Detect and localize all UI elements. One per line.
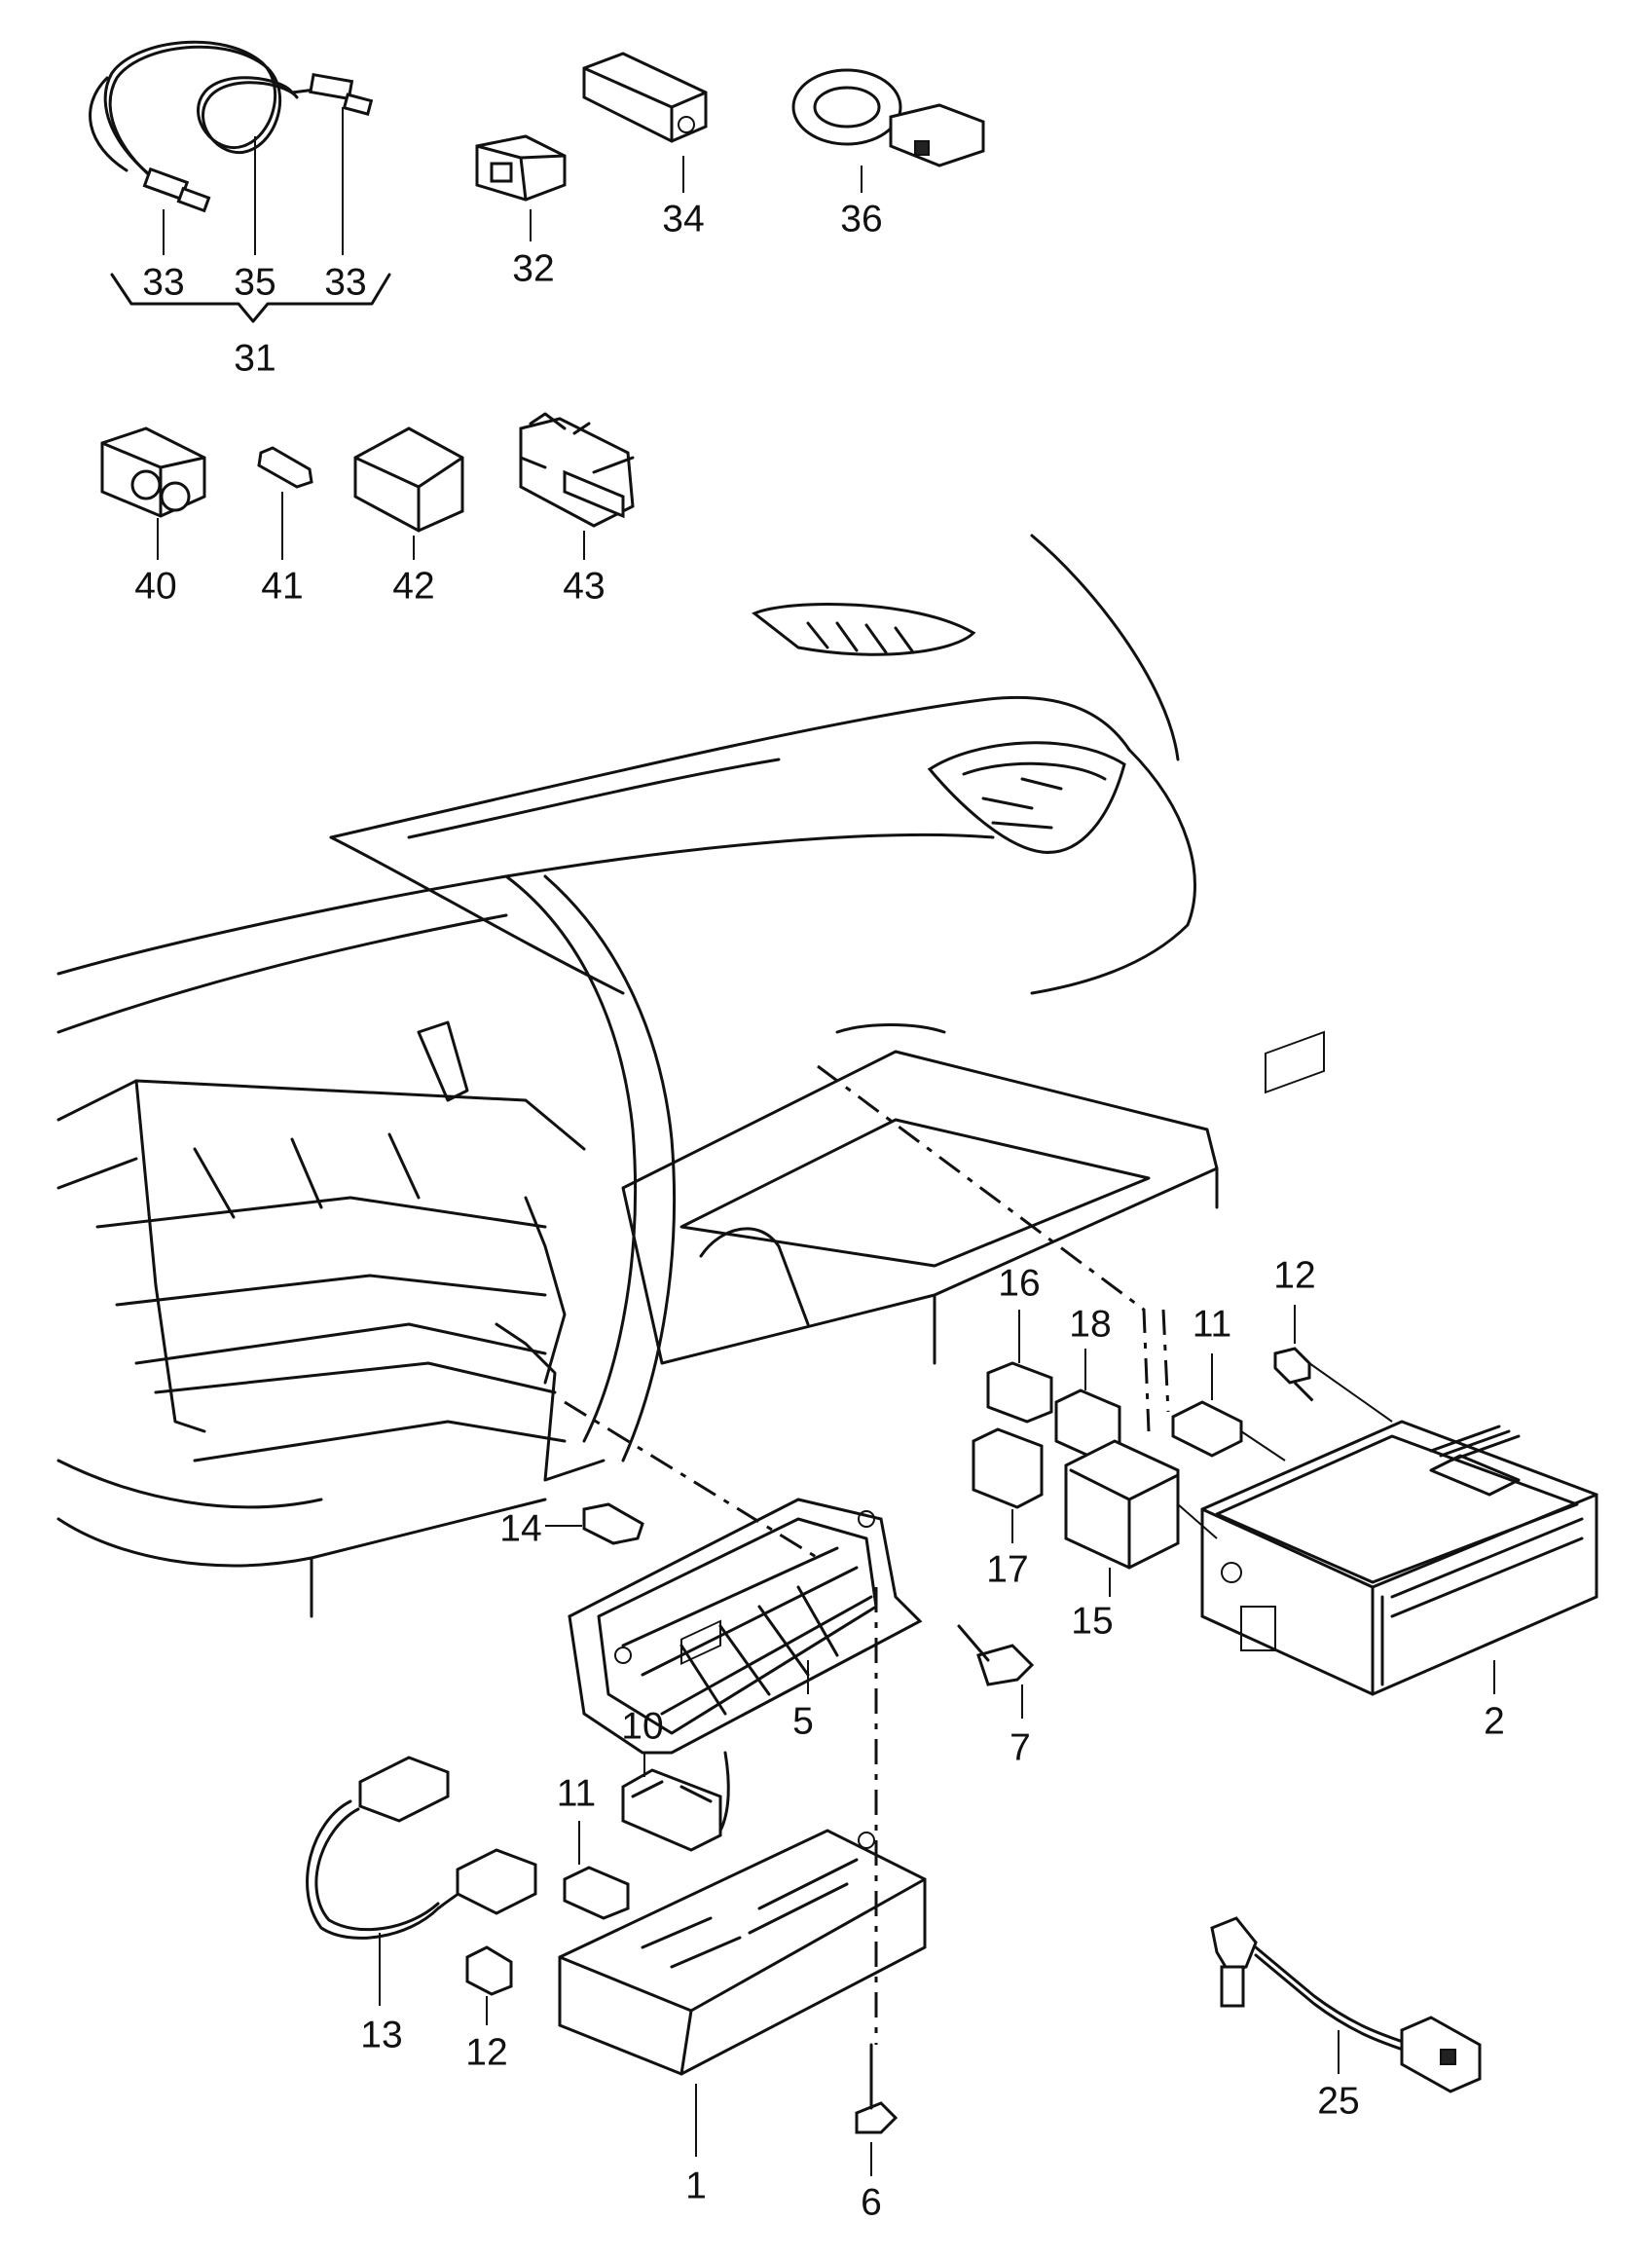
connector-12-lower-icon — [465, 1945, 513, 1996]
connector-15-icon — [1064, 1439, 1180, 1570]
plug-41-icon — [257, 446, 313, 489]
cover-42-icon — [353, 426, 464, 533]
connector-40-icon — [100, 426, 206, 518]
radio-unit-icon — [1200, 1030, 1598, 1696]
part-label-11-upper: 11 — [1192, 1303, 1232, 1346]
part-label-32: 32 — [512, 247, 555, 290]
part-label-2: 2 — [1484, 1700, 1505, 1743]
part-label-15: 15 — [1071, 1600, 1114, 1643]
connector-34-icon — [582, 52, 708, 143]
connector-11-lower-icon — [563, 1866, 630, 1920]
part-label-18: 18 — [1069, 1303, 1112, 1346]
part-label-1: 1 — [685, 2165, 707, 2207]
connector-43-icon — [519, 412, 635, 528]
coiled-antenna-cable-icon — [89, 40, 374, 213]
part-label-33-right: 33 — [324, 261, 367, 304]
part-label-42: 42 — [392, 565, 435, 608]
screw-6-icon — [855, 2043, 899, 2134]
mounting-bracket-icon — [568, 1498, 923, 1837]
screw-7-icon — [957, 1624, 1035, 1686]
part-label-6: 6 — [861, 2181, 882, 2224]
part-label-13: 13 — [360, 2014, 403, 2056]
part-label-43: 43 — [563, 565, 606, 608]
part-label-5: 5 — [792, 1700, 814, 1743]
connector-14-icon — [582, 1502, 644, 1545]
connector-32-icon — [475, 134, 567, 202]
part-label-34: 34 — [662, 198, 705, 241]
antenna-ring-connector-36-icon — [791, 68, 985, 167]
part-label-16: 16 — [998, 1262, 1041, 1305]
part-label-41: 41 — [261, 565, 304, 608]
connector-12-upper-icon — [1273, 1347, 1311, 1385]
dashboard-assembly-icon — [56, 534, 1219, 1618]
part-label-35: 35 — [234, 261, 276, 304]
connector-11-upper-icon — [1171, 1400, 1243, 1458]
control-unit-icon — [558, 1619, 927, 2076]
connector-16-icon — [986, 1361, 1053, 1424]
antenna-cable-icon — [1210, 1916, 1482, 2093]
part-label-33-left: 33 — [142, 261, 185, 304]
part-label-17: 17 — [986, 1548, 1029, 1591]
connector-10-icon — [621, 1768, 722, 1852]
cable-13-icon — [306, 1756, 537, 1940]
part-label-25: 25 — [1317, 2080, 1360, 2123]
part-label-14: 14 — [499, 1507, 542, 1550]
part-label-31: 31 — [234, 337, 276, 380]
part-label-36: 36 — [840, 198, 883, 241]
connector-17-icon — [972, 1427, 1044, 1509]
part-label-7: 7 — [1010, 1726, 1031, 1769]
part-label-12-upper: 12 — [1273, 1254, 1316, 1297]
part-label-40: 40 — [134, 565, 177, 608]
part-label-10: 10 — [621, 1705, 664, 1748]
part-label-12-lower: 12 — [465, 2031, 508, 2074]
part-label-11-lower: 11 — [556, 1772, 597, 1815]
